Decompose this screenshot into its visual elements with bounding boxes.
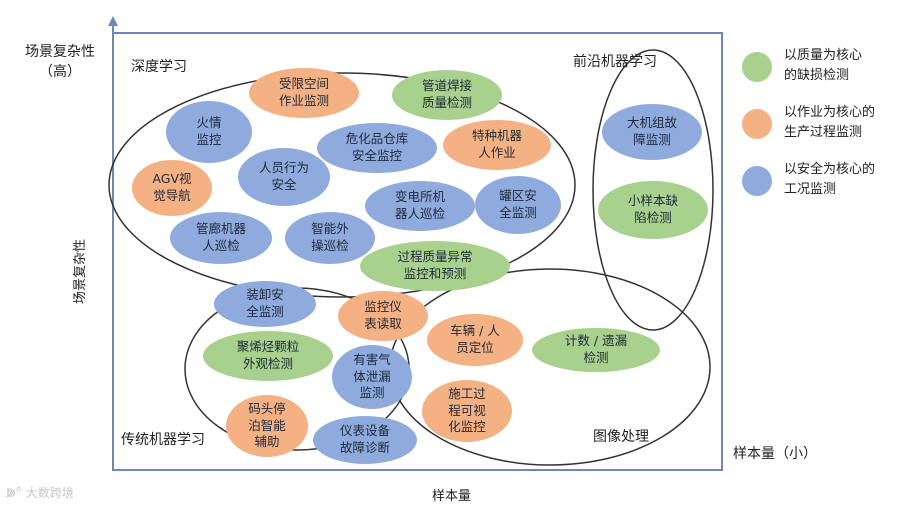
image-processing-ellipse bbox=[389, 268, 711, 466]
bubble-smart-patrol: 智能外 操巡检 bbox=[285, 212, 375, 264]
deep-learning-ellipse bbox=[108, 72, 576, 298]
bubble-polyolefin: 聚烯烃颗粒 外观检测 bbox=[203, 331, 333, 381]
bubble-gallery-robot: 管廊机器 人巡检 bbox=[170, 212, 272, 264]
legend-safety-label: 以安全为核心的 工况监测 bbox=[784, 162, 876, 197]
bubble-agv: AGV视 觉导航 bbox=[132, 160, 212, 216]
bubble-large-unit-fault: 大机组故 障监测 bbox=[602, 104, 702, 160]
x-axis-right-label: 样本量（小） bbox=[733, 446, 817, 462]
region-label-frontier-ml: 前沿机器学习 bbox=[573, 54, 657, 70]
bubble-process-quality: 过程质量异常 监控和预测 bbox=[360, 241, 510, 291]
bubble-small-sample-defect: 小样本缺 陷检测 bbox=[598, 181, 708, 239]
legend-production-label: 以作业为核心的 生产过程监测 bbox=[784, 105, 876, 140]
legend-production-dot bbox=[742, 109, 772, 139]
y-axis-label: 场景复杂性 bbox=[73, 238, 89, 305]
bubble-fire: 火情 监控 bbox=[166, 101, 252, 163]
bubble-tank-area: 罐区安 全监测 bbox=[475, 176, 561, 234]
bubble-pipeline-welding: 管道焊接 质量检测 bbox=[392, 70, 502, 120]
bubble-meter-reading: 监控仪 表读取 bbox=[338, 291, 428, 341]
legend-quality-dot bbox=[742, 52, 772, 82]
x-axis-label: 样本量 bbox=[432, 489, 472, 504]
bubble-dock-berthing: 码头停 泊智能 辅助 bbox=[226, 395, 308, 457]
frontier-ml-ellipse bbox=[592, 49, 714, 331]
bubble-instrument-fault: 仪表设备 故障诊断 bbox=[313, 416, 417, 464]
region-label-deep-learning: 深度学习 bbox=[131, 59, 187, 75]
bubble-confined-space: 受限空间 作业监测 bbox=[249, 68, 359, 118]
bubble-special-machinery: 特种机器 人作业 bbox=[443, 120, 551, 170]
legend-safety-dot bbox=[742, 166, 772, 196]
region-label-image-processing: 图像处理 bbox=[593, 429, 649, 445]
bubble-construction: 施工过 程可视 化监控 bbox=[422, 380, 512, 442]
watermark: ↇ° 大数跨境 bbox=[6, 484, 74, 501]
bubble-toxic-gas: 有害气 体泄漏 监测 bbox=[332, 345, 412, 409]
bubble-loading-safety: 装卸安 全监测 bbox=[214, 281, 316, 327]
bubble-personnel-behavior: 人员行为 安全 bbox=[238, 148, 330, 206]
bubble-vehicle-location: 车辆 / 人 员定位 bbox=[427, 314, 523, 366]
watermark-logo-icon: ↇ° bbox=[6, 486, 22, 501]
bubble-substation-robot: 变电所机 器人巡检 bbox=[365, 181, 475, 231]
watermark-text: 大数跨境 bbox=[25, 486, 74, 500]
region-label-traditional-ml: 传统机器学习 bbox=[121, 432, 205, 448]
y-axis-top-label: 场景复杂性 （高） bbox=[25, 44, 95, 81]
bubble-count-miss: 计数 / 遗漏 检测 bbox=[532, 328, 660, 372]
bubble-hazmat-warehouse: 危化品仓库 安全监控 bbox=[317, 123, 437, 173]
plot-frame bbox=[112, 32, 723, 471]
legend-quality-label: 以质量为核心 的缺损检测 bbox=[784, 48, 863, 83]
